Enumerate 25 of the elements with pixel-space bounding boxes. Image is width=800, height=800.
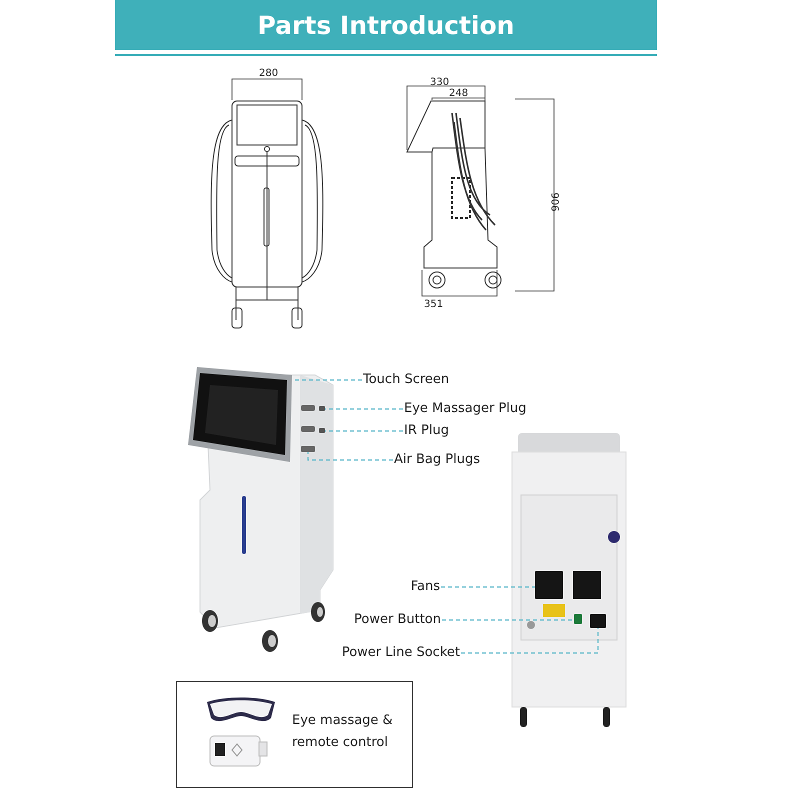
- power-socket: [590, 614, 606, 628]
- fan-grille: [535, 571, 563, 599]
- plug-port: [301, 446, 315, 452]
- dimension-label: 280: [259, 68, 278, 80]
- accessory-card: [176, 681, 413, 788]
- power-switch: [574, 614, 582, 624]
- leader-line: [307, 452, 393, 461]
- leader-line: [441, 586, 535, 588]
- leader-line: [325, 408, 403, 410]
- callout-label: IR Plug: [403, 422, 450, 440]
- dimension-label: 248: [449, 88, 468, 100]
- title: Parts Introduction: [258, 10, 514, 40]
- card-caption: Eye massage & remote control: [292, 712, 394, 752]
- leader-line: [442, 619, 574, 621]
- callout-label: Eye Massager Plug: [403, 400, 528, 418]
- plug-port: [319, 406, 325, 411]
- touch-screen: [188, 367, 292, 462]
- leader-line: [325, 430, 403, 432]
- dimension-label: 330: [430, 77, 450, 89]
- dimension-label: 351: [424, 299, 444, 311]
- dimension-label: 906: [548, 192, 560, 212]
- leader-line: [292, 379, 362, 381]
- callout-label: Air Bag Plugs: [393, 451, 481, 469]
- plug-port: [319, 428, 325, 433]
- leader-line: [461, 628, 599, 654]
